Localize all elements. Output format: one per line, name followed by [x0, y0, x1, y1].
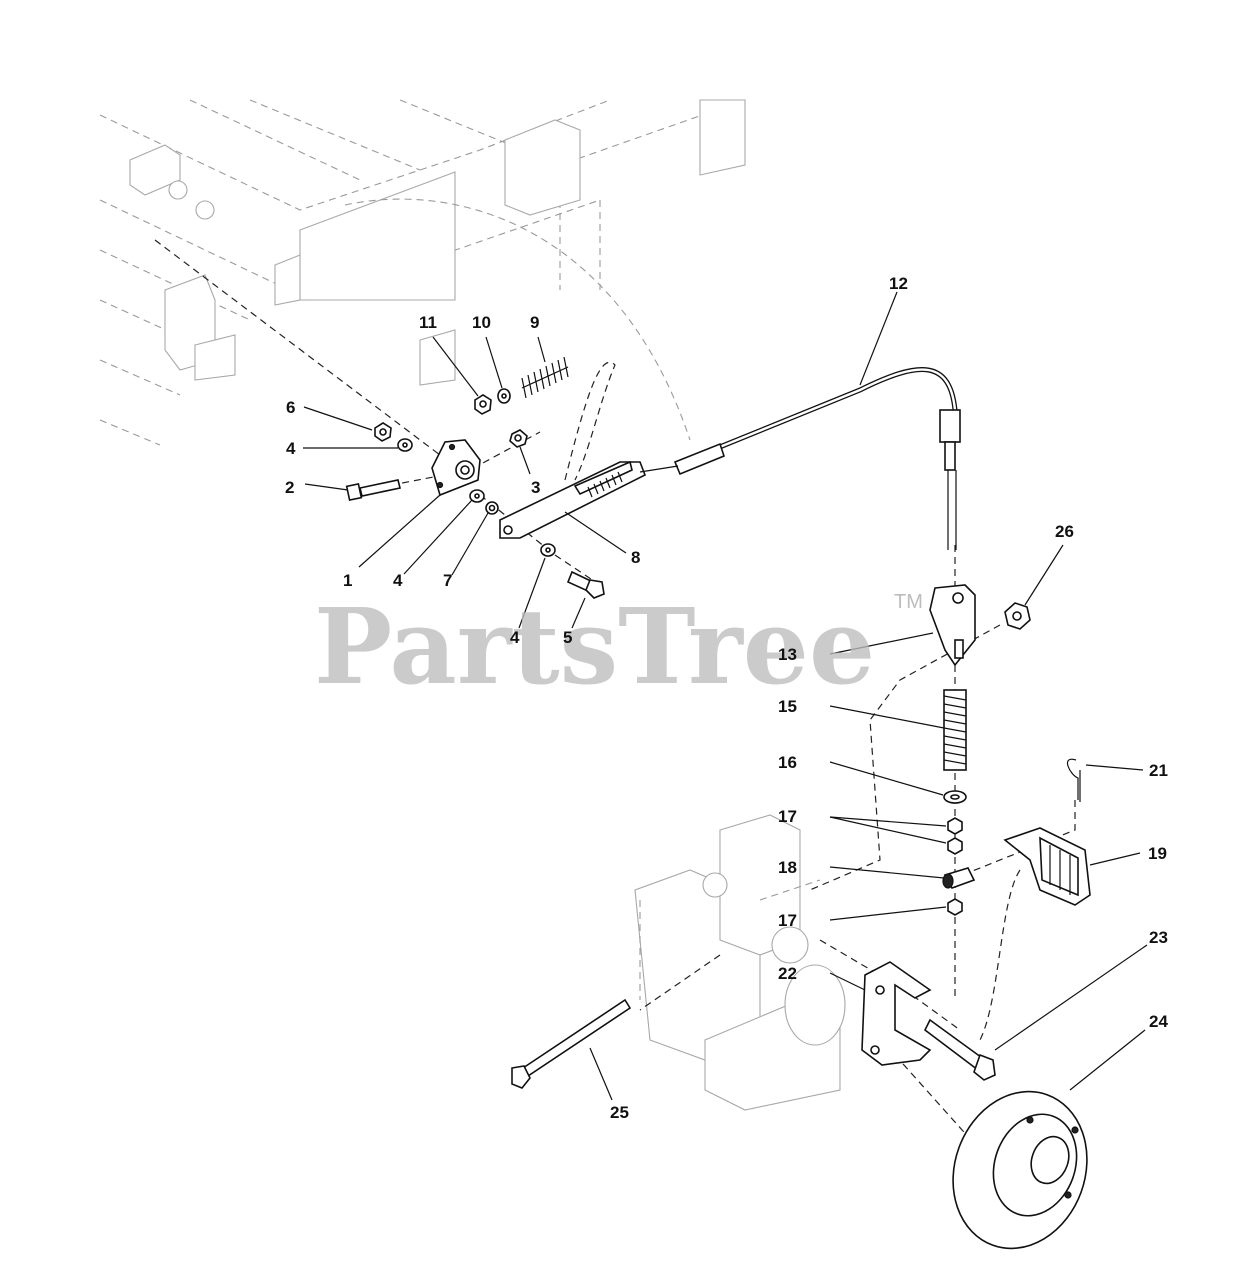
callout-5: 5 [563, 628, 572, 647]
part-13-bracket [929, 584, 976, 667]
part-16-washer [943, 790, 967, 804]
part-11-nut [474, 394, 492, 415]
part-5-bolt [566, 570, 605, 599]
callout-26: 26 [1055, 522, 1074, 541]
callout-9: 9 [530, 313, 539, 332]
part-2-bolt [345, 479, 401, 502]
callout-24: 24 [1149, 1012, 1168, 1031]
part-9-spring [521, 356, 569, 399]
callout-7: 7 [443, 571, 452, 590]
callout-2: 2 [285, 478, 294, 497]
part-6-nut [374, 422, 392, 442]
watermark-text: PartsTree [314, 585, 875, 708]
callout-labels: 1 2 3 4 4 4 5 6 7 8 9 10 11 12 13 15 16 … [285, 274, 1168, 1122]
callout-13: 13 [778, 645, 797, 664]
callout-18: 18 [778, 858, 797, 877]
callout-1: 1 [343, 571, 352, 590]
callout-19: 19 [1148, 844, 1167, 863]
callout-21: 21 [1149, 761, 1168, 780]
callout-25: 25 [610, 1103, 629, 1122]
part-12-cable [639, 367, 961, 550]
part-22-bracket [861, 961, 932, 1066]
watermark-trademark: TM [894, 591, 923, 613]
callout-8: 8 [631, 548, 640, 567]
callout-12: 12 [889, 274, 908, 293]
callout-4: 4 [393, 571, 403, 590]
part-7-spacer [485, 501, 499, 515]
part-17-nut [947, 817, 963, 916]
callout-10: 10 [472, 313, 491, 332]
part-24-rotor [952, 1090, 1088, 1250]
part-4-washer [397, 438, 556, 557]
frame-ghost-outline [99, 99, 746, 446]
part-1-bracket [431, 439, 481, 497]
callout-17: 17 [778, 911, 797, 930]
part-23-bolt [923, 1018, 996, 1081]
callout-17: 17 [778, 807, 797, 826]
callout-4: 4 [510, 628, 520, 647]
part-19-caliper [1003, 827, 1091, 906]
callout-3: 3 [531, 478, 540, 497]
callout-16: 16 [778, 753, 797, 772]
leader-lines [303, 291, 1148, 1101]
transmission-ghost-outline [634, 814, 846, 1111]
part-8-lever [499, 460, 647, 539]
part-21-cotter-pin [1066, 758, 1081, 802]
part-26-nut [1004, 602, 1031, 630]
callout-4: 4 [286, 439, 296, 458]
part-3-nut [509, 429, 528, 448]
callout-15: 15 [778, 697, 797, 716]
callout-23: 23 [1149, 928, 1168, 947]
callout-22: 22 [778, 964, 797, 983]
callout-11: 11 [419, 313, 437, 332]
part-25-bolt [511, 998, 632, 1089]
part-15-spring [943, 689, 967, 771]
callout-6: 6 [286, 398, 295, 417]
part-10-washer [497, 388, 511, 404]
part-18-pin [942, 867, 976, 889]
